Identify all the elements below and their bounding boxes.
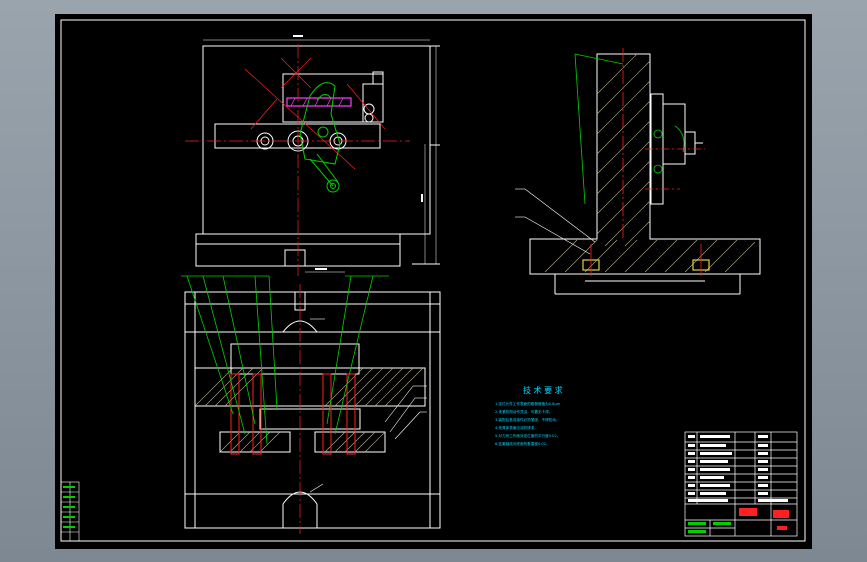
upper-plate: [230, 343, 360, 375]
left-revision-strip: [60, 481, 80, 542]
side-view-leaders: [574, 53, 685, 205]
drawing-frame: [60, 19, 806, 542]
front-view-body: [184, 291, 441, 529]
tech-req-line: 5.对刀块工作面对定位面的平行度0.02。: [495, 433, 560, 438]
magenta-part: [286, 97, 352, 107]
side-view-hatch: [544, 53, 756, 273]
tech-req-line: 2.夹紧机构动作灵活，可靠无卡滞。: [495, 409, 552, 414]
right-lower-block: [314, 431, 386, 453]
title-block-text: [688, 435, 788, 502]
front-view-leaders: [181, 275, 389, 445]
technical-requirements: 技 术 要 求 1.定位元件工作表面的粗糙度值为0.8μm 2.夹紧机构动作灵活…: [495, 385, 563, 446]
title-block-highlights: [739, 508, 789, 530]
tech-req-line: 6.钻套轴线对底面的垂直度0.02。: [495, 441, 550, 446]
side-view-base-bolts: [582, 259, 710, 271]
tech-req-line: 4.夹具体表面应涂防锈漆。: [495, 425, 538, 430]
tech-req-heading: 技 术 要 求: [523, 385, 563, 395]
side-view: [515, 48, 761, 295]
drawing-sheet: 技 术 要 求 1.定位元件工作表面的粗糙度值为0.8μm 2.夹紧机构动作灵活…: [55, 14, 812, 549]
top-view-centerlines: [185, 44, 410, 276]
front-view-hatch: [194, 367, 424, 453]
tech-req-line: 3.装配后各连接件必须紧固，不得松动。: [495, 417, 560, 422]
left-lower-block: [219, 431, 291, 453]
front-view-bolts: [230, 284, 356, 534]
clamp-bar: [214, 123, 381, 149]
green-lever: [299, 82, 341, 193]
front-view-callouts: [309, 318, 427, 493]
side-view-callouts: [515, 188, 596, 255]
tech-req-line: 1.定位元件工作表面的粗糙度值为0.8μm: [495, 401, 561, 406]
side-view-centerlines: [590, 48, 705, 276]
side-view-body: [529, 53, 761, 275]
front-view: [181, 275, 441, 534]
top-view: [185, 35, 440, 276]
title-block-green-text: [688, 522, 731, 533]
left-strip-text: [63, 486, 75, 528]
title-block: [684, 431, 798, 537]
cad-drawing: 技 术 要 求 1.定位元件工作表面的粗糙度值为0.8μm 2.夹紧机构动作灵活…: [60, 19, 806, 542]
